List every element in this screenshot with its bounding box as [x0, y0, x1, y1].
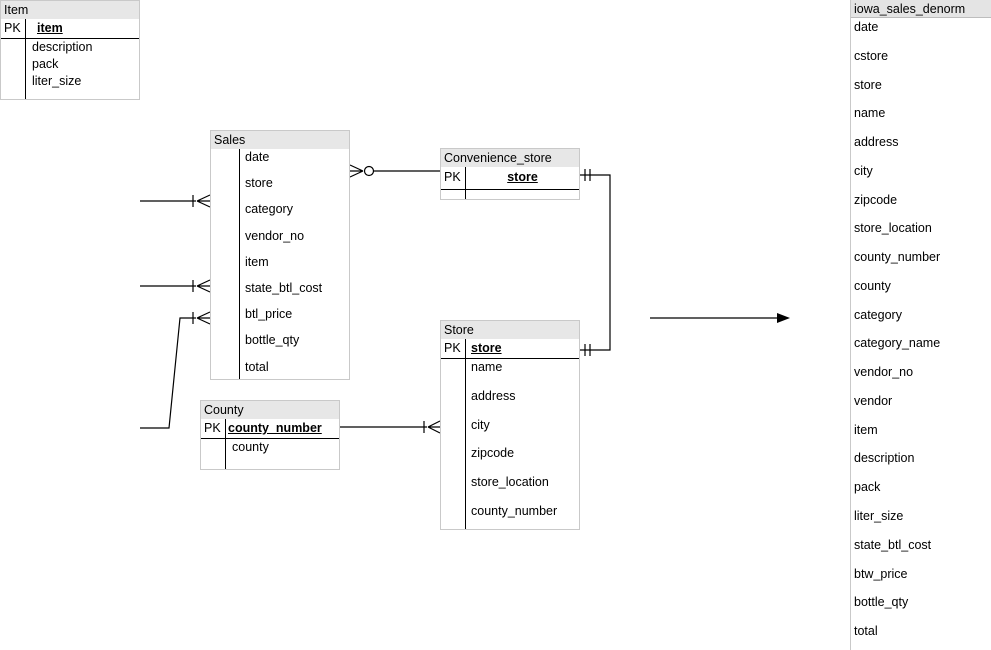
- denorm-field[interactable]: zipcode: [854, 192, 898, 207]
- pk-label: PK: [204, 421, 221, 435]
- entity-county[interactable]: County PK county_number county: [200, 400, 340, 470]
- relationship-item-sales[interactable]: [140, 311, 211, 429]
- denorm-table-title[interactable]: iowa_sales_denorm: [851, 0, 991, 18]
- denorm-field[interactable]: btw_price: [854, 566, 908, 581]
- entity-title[interactable]: Store: [441, 321, 579, 339]
- entity-field[interactable]: category: [245, 202, 293, 217]
- denorm-field[interactable]: address: [854, 135, 899, 150]
- entity-field[interactable]: county_number: [471, 503, 558, 518]
- denormalization-arrow[interactable]: [650, 313, 790, 323]
- denorm-field[interactable]: category_name: [854, 336, 941, 351]
- pk-column-spacer: [211, 149, 239, 379]
- denorm-field[interactable]: store: [854, 77, 882, 92]
- entity-item[interactable]: Item PK item description pack liter_size: [0, 0, 140, 100]
- pk-column-spacer: [441, 359, 465, 529]
- entity-field[interactable]: county: [232, 440, 269, 454]
- entity-field[interactable]: name: [471, 360, 503, 374]
- denorm-field[interactable]: name: [854, 106, 886, 121]
- denorm-field[interactable]: bottle_qty: [854, 595, 909, 610]
- denorm-field[interactable]: total: [854, 624, 878, 639]
- entity-store[interactable]: Store PK store name address city zipcode sto…: [440, 320, 580, 530]
- entity-title[interactable]: County: [201, 401, 339, 419]
- entity-title[interactable]: Sales: [211, 131, 349, 149]
- field-list: county: [225, 439, 339, 469]
- denorm-field[interactable]: category: [854, 307, 902, 322]
- denorm-field[interactable]: vendor_no: [854, 365, 914, 380]
- pk-field[interactable]: store: [465, 167, 579, 189]
- denorm-field[interactable]: city: [854, 163, 873, 178]
- denorm-field-list: date cstore store name address city zipcode sto…: [851, 18, 991, 650]
- pk-field[interactable]: store: [465, 339, 579, 358]
- field-list: description pack liter_size: [25, 39, 139, 99]
- relationship-county-store[interactable]: [340, 420, 441, 434]
- denorm-table-panel[interactable]: iowa_sales_denorm date cstore store name add…: [850, 0, 991, 650]
- denorm-field[interactable]: item: [854, 422, 878, 437]
- entity-field[interactable]: pack: [32, 57, 59, 71]
- entity-field[interactable]: total: [245, 359, 269, 374]
- entity-title[interactable]: Item: [1, 1, 139, 19]
- relationship-category-sales[interactable]: [140, 194, 211, 208]
- entity-field[interactable]: date: [245, 150, 270, 164]
- denorm-field[interactable]: state_btl_cost: [854, 537, 932, 552]
- field-list: [465, 190, 579, 199]
- denorm-field[interactable]: store_location: [854, 221, 932, 236]
- entity-field[interactable]: store: [245, 176, 273, 191]
- entity-field[interactable]: description: [32, 40, 93, 54]
- denorm-field[interactable]: pack: [854, 480, 881, 495]
- denorm-field[interactable]: county_number: [854, 250, 941, 265]
- pk-column-spacer: [1, 39, 25, 99]
- denorm-field[interactable]: cstore: [854, 48, 889, 63]
- relationship-convenience-store-store[interactable]: [580, 169, 611, 356]
- entity-convenience-store[interactable]: Convenience_store PK store: [440, 148, 580, 200]
- entity-title[interactable]: Convenience_store: [441, 149, 579, 167]
- pk-label: PK: [4, 21, 21, 35]
- entity-field[interactable]: btl_price: [245, 307, 293, 322]
- entity-field[interactable]: zipcode: [471, 446, 515, 461]
- entity-field[interactable]: state_btl_cost: [245, 280, 323, 295]
- entity-field[interactable]: city: [471, 417, 490, 432]
- denorm-field[interactable]: date: [854, 20, 879, 34]
- pk-label: PK: [444, 341, 461, 355]
- denorm-field[interactable]: vendor: [854, 393, 893, 408]
- pk-column-spacer: [201, 439, 225, 469]
- entity-field[interactable]: address: [471, 388, 516, 403]
- denorm-field[interactable]: liter_size: [854, 509, 904, 524]
- relationship-vendor-sales[interactable]: [140, 279, 211, 293]
- pk-field[interactable]: item: [25, 19, 139, 38]
- entity-field[interactable]: vendor_no: [245, 228, 305, 243]
- pk-row[interactable]: PK store: [441, 339, 579, 359]
- pk-label: PK: [444, 170, 461, 184]
- denorm-field[interactable]: description: [854, 451, 915, 466]
- pk-field[interactable]: county_number: [225, 419, 339, 438]
- relationship-sales-convenience-store[interactable]: [349, 164, 440, 178]
- entity-field[interactable]: liter_size: [32, 74, 82, 88]
- pk-column-spacer: [441, 190, 465, 199]
- entity-field[interactable]: store_location: [471, 475, 549, 490]
- pk-row[interactable]: PK item: [1, 19, 139, 39]
- pk-row[interactable]: PK store: [441, 167, 579, 190]
- denorm-field[interactable]: county: [854, 278, 891, 293]
- pk-row[interactable]: PK county_number: [201, 419, 339, 439]
- entity-field[interactable]: item: [245, 254, 269, 269]
- entity-field[interactable]: bottle_qty: [245, 333, 300, 348]
